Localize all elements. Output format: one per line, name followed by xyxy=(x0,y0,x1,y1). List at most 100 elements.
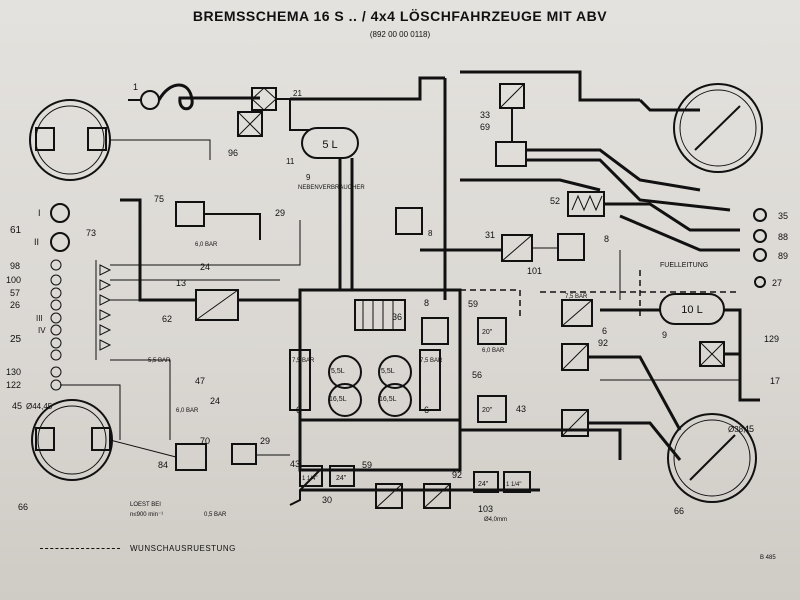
part-92-bottom: 92 xyxy=(452,470,462,480)
valve-1-14-right xyxy=(503,471,531,493)
lamp-II xyxy=(50,337,62,349)
label-bar-0-5: 0,5 BAR xyxy=(204,512,227,518)
part-75: 75 xyxy=(154,194,164,204)
valve-1-14-left xyxy=(299,465,323,487)
relay-16-5l-a xyxy=(328,383,362,417)
part-6-left: 6 xyxy=(296,405,301,415)
part-61: 61 xyxy=(10,225,22,236)
label-d103: Ø4,0mm xyxy=(484,517,507,523)
label-d38: Ø38,1 xyxy=(728,425,750,434)
legend-dashed-line xyxy=(40,548,120,549)
part-130: 130 xyxy=(6,367,21,377)
lamp-IV xyxy=(50,324,62,336)
part-17: 17 xyxy=(770,376,780,386)
part-6-mid: 6 xyxy=(424,405,429,415)
label-nebenverbraucher: NEBENVERBRAUCHER xyxy=(298,185,365,191)
part-89: 89 xyxy=(778,251,788,261)
part-66-left: 66 xyxy=(18,502,28,512)
part-24-top: 24 xyxy=(200,262,210,272)
part-11: 11 xyxy=(286,157,295,166)
chamber-20-lower xyxy=(477,395,507,423)
diagram-title: BREMSSCHEMA 16 S .. / 4x4 LÖSCHFAHRZEUGE… xyxy=(192,8,608,24)
part-30: 30 xyxy=(322,495,332,505)
label-1-14a: 1 1/4" xyxy=(302,476,317,482)
part-35: 35 xyxy=(778,211,788,221)
part-52: 52 xyxy=(550,196,560,206)
valve-8-lower xyxy=(421,317,449,345)
part-59-right: 59 xyxy=(468,299,478,309)
part-47: 47 xyxy=(195,376,205,386)
gauge-I xyxy=(50,203,70,223)
lamp-I xyxy=(50,349,62,361)
valve-block-36 xyxy=(354,299,406,331)
valve-13 xyxy=(195,289,239,321)
part-26: 26 xyxy=(10,300,20,310)
part-31: 31 xyxy=(485,230,495,240)
part-73: 73 xyxy=(86,228,96,238)
part-27: 27 xyxy=(772,278,782,288)
brake-drum-front-right xyxy=(673,83,763,173)
part-29-top: 29 xyxy=(275,208,285,218)
valve-70 xyxy=(175,443,207,471)
relay-5-5l-a xyxy=(328,355,362,389)
roman-III-lamp: III xyxy=(36,314,43,323)
part-43-bottom: 43 xyxy=(290,459,300,469)
part-45-right: 45 xyxy=(744,424,754,434)
page-number: B 485 xyxy=(760,555,776,561)
lamp-III xyxy=(50,312,62,324)
part-9-top: 9 xyxy=(306,173,311,182)
label-5-5l-b: 5,5L xyxy=(381,368,395,375)
gauge-II xyxy=(50,232,70,252)
switch-29-bottom xyxy=(231,443,257,465)
chamber-20-upper xyxy=(477,317,507,345)
valve-6-right xyxy=(561,299,593,327)
part-21: 21 xyxy=(293,89,302,98)
part-33: 33 xyxy=(480,110,490,120)
label-chamber-24b: 24" xyxy=(478,481,489,488)
valve-8-center xyxy=(395,207,423,235)
part-96: 96 xyxy=(228,148,238,158)
label-bar-7-5: 7,5 BAR xyxy=(565,294,588,300)
part-9-right: 9 xyxy=(662,330,667,340)
part-57: 57 xyxy=(10,288,20,298)
part-36: 36 xyxy=(392,312,402,322)
part-92-right: 92 xyxy=(598,338,608,348)
part-59-bottom: 59 xyxy=(362,460,372,470)
valve-75 xyxy=(175,201,205,227)
brake-drum-rear-right xyxy=(667,413,757,503)
part-8-top: 8 xyxy=(428,229,433,238)
lamp-57 xyxy=(50,287,62,299)
chamber-24-left xyxy=(329,465,355,487)
part-129: 129 xyxy=(764,334,779,344)
roman-I-gauge: I xyxy=(38,208,41,218)
part-66-right: 66 xyxy=(674,506,684,516)
part-24-mid: 24 xyxy=(210,396,220,406)
part-88: 88 xyxy=(778,232,788,242)
diagram-subtitle: (892 00 00 0118) xyxy=(369,30,431,39)
part-6-right: 6 xyxy=(602,326,607,336)
part-8-right: 8 xyxy=(604,234,609,244)
label-loest-bei: LOEST BEI xyxy=(130,502,161,508)
part-25: 25 xyxy=(10,334,22,345)
label-chamber-20a: 20" xyxy=(482,329,493,336)
part-43-right: 43 xyxy=(516,404,526,414)
label-bar-6-right: 6,0 BAR xyxy=(482,348,505,354)
label-bar-6-top: 6,0 BAR xyxy=(195,242,218,248)
brake-drum-front-left xyxy=(29,99,111,181)
lamp-26 xyxy=(50,299,62,311)
label-1-14b: 1 1/4" xyxy=(506,482,521,488)
part-13: 13 xyxy=(176,278,186,288)
lamp-100 xyxy=(50,274,62,286)
part-98: 98 xyxy=(10,261,20,271)
unloader-valve-96 xyxy=(237,111,263,137)
compressor xyxy=(128,90,160,110)
valve-6-mid xyxy=(419,349,441,411)
part-70: 70 xyxy=(200,436,210,446)
roman-IV-lamp: IV xyxy=(38,326,46,335)
valve-8-right xyxy=(557,233,585,261)
part-103: 103 xyxy=(478,504,493,514)
part-8-mid: 8 xyxy=(424,298,429,308)
roman-II-gauge: II xyxy=(34,237,39,247)
label-d44: Ø44,45 xyxy=(26,402,53,411)
